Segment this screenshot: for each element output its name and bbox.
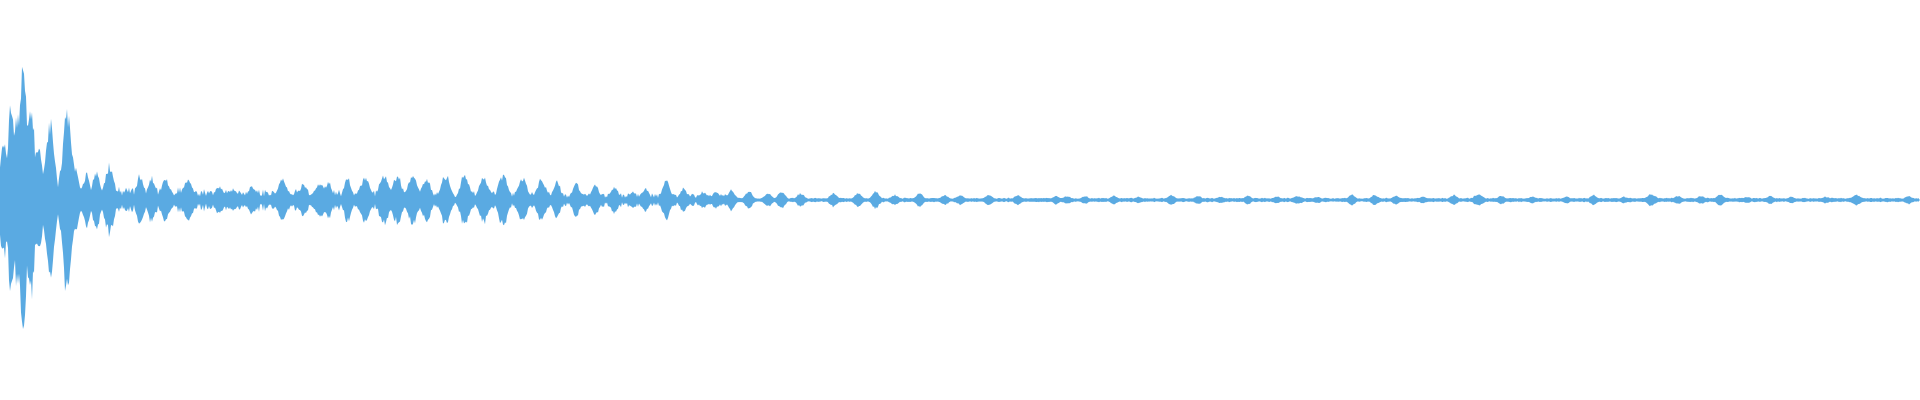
waveform-fill: [0, 66, 1919, 330]
